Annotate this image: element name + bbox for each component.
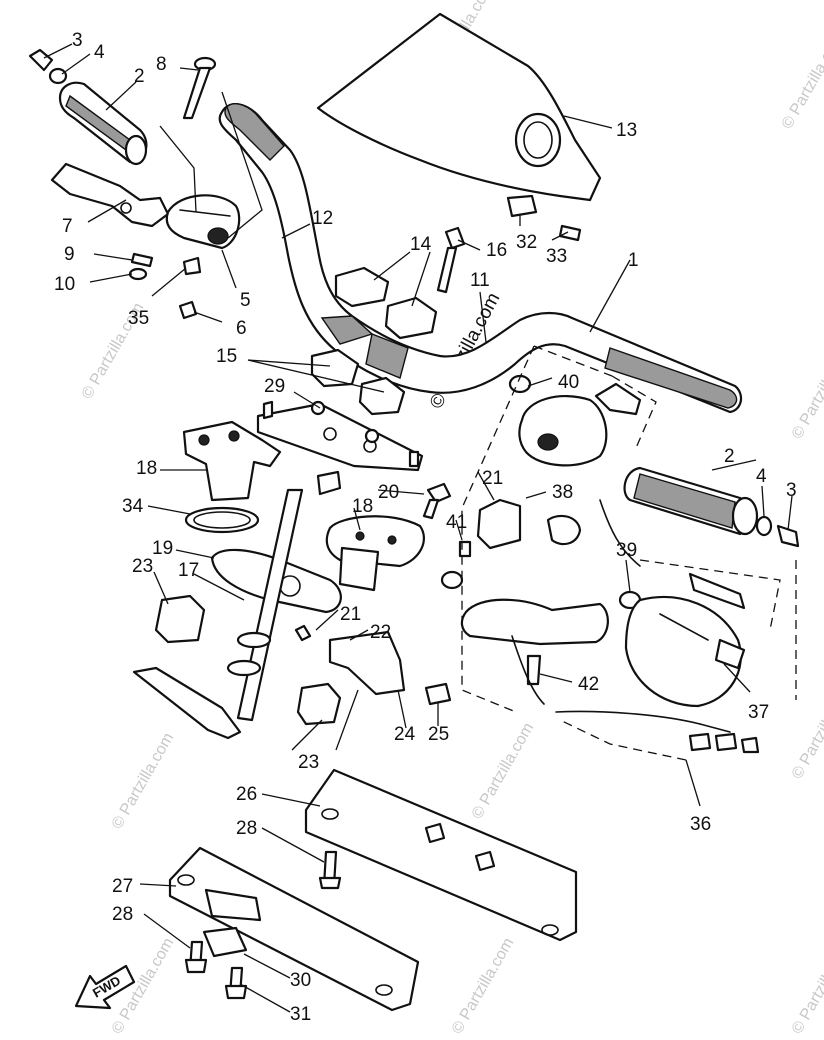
callout-18: 18 (352, 496, 373, 517)
callout-35: 35 (128, 308, 149, 329)
steering-plate-part (256, 400, 424, 472)
handlebar-cover-part (316, 12, 602, 202)
watermark-text: © Partzilla.com (109, 730, 178, 832)
callout-14: 14 (410, 234, 432, 255)
assembly-outline (461, 345, 797, 761)
callout-labels: 3 4 2 8 7 9 10 35 5 6 12 13 14 16 32 33 … (54, 30, 797, 1025)
bracket-bolt-part (422, 482, 452, 520)
callout-4: 4 (756, 466, 767, 487)
callout-1: 1 (628, 250, 639, 271)
left-end-bolt-part (28, 48, 68, 85)
callout-39: 39 (616, 540, 637, 561)
right-grip-part (623, 466, 759, 536)
callout-26: 26 (236, 784, 257, 805)
lower-clamp-part (310, 348, 406, 416)
callout-28: 28 (236, 818, 257, 839)
callout-9: 9 (64, 244, 75, 265)
callout-2: 2 (134, 66, 145, 87)
callout-24: 24 (394, 724, 416, 745)
callout-34: 34 (122, 496, 144, 517)
callout-22: 22 (370, 622, 391, 643)
steering-column-part (132, 488, 304, 740)
callout-4: 4 (94, 42, 105, 63)
callout-23: 23 (132, 556, 153, 577)
callout-33: 33 (546, 246, 567, 267)
callout-13: 13 (616, 120, 637, 141)
callout-11: 11 (470, 270, 490, 291)
upper-clamp-part (334, 266, 438, 340)
callout-29: 29 (264, 376, 285, 397)
switch-cover-part (624, 572, 746, 708)
callout-10: 10 (54, 274, 75, 295)
callout-27: 27 (112, 876, 133, 897)
callout-17: 17 (178, 560, 199, 581)
callout-19: 19 (152, 538, 173, 559)
callout-30: 30 (290, 970, 311, 991)
callout-28: 28 (112, 904, 133, 925)
callout-20: 20 (378, 482, 399, 503)
callout-12: 12 (312, 208, 333, 229)
left-bracket-part (182, 420, 342, 502)
callout-23: 23 (298, 752, 319, 773)
callout-36: 36 (690, 814, 711, 835)
small-fasteners-part (128, 252, 202, 320)
clamp-bolt-part (436, 226, 466, 294)
watermark-text: © Partzilla.com (789, 680, 824, 782)
bushing-part (154, 594, 342, 726)
callout-21: 21 (482, 468, 503, 489)
callout-7: 7 (62, 216, 73, 237)
wiring-harness-part (511, 499, 760, 754)
callout-3: 3 (72, 30, 83, 51)
handlebar-part (218, 103, 743, 414)
callout-3: 3 (786, 480, 797, 501)
lower-rail-part (168, 846, 420, 1012)
callout-15: 15 (216, 346, 237, 367)
clamp-bracket-part (294, 624, 452, 706)
watermark-text: © Partzilla.com (469, 720, 538, 822)
watermark-text: © Partzilla.com (789, 340, 824, 442)
watermark-text: © Partzilla.com (449, 935, 518, 1037)
mounting-rail-part (304, 768, 578, 942)
collar-and-plate-part (184, 506, 342, 614)
right-end-bolt-part (755, 515, 800, 548)
callout-2: 2 (724, 446, 735, 467)
throttle-housing-part (165, 194, 241, 250)
right-bracket-part (325, 515, 426, 592)
callout-25: 25 (428, 724, 449, 745)
callout-41: 41 (446, 512, 467, 533)
bolts-part (184, 194, 582, 1000)
callout-38: 38 (552, 482, 573, 503)
watermark-text: © Partzilla.com (779, 30, 824, 132)
callout-37: 37 (748, 702, 769, 723)
callout-8: 8 (156, 54, 167, 75)
callout-31: 31 (290, 1004, 311, 1025)
callout-16: 16 (486, 240, 507, 261)
left-grip-part (58, 81, 148, 166)
callout-42: 42 (578, 674, 599, 695)
switch-box-part (460, 374, 642, 646)
callout-18: 18 (136, 458, 157, 479)
callout-5: 5 (240, 290, 251, 311)
watermark-text: © Partzilla.com (789, 935, 824, 1037)
pin-part (182, 56, 217, 120)
callout-40: 40 (558, 372, 579, 393)
callout-6: 6 (236, 318, 247, 339)
callout-21: 21 (340, 604, 361, 625)
callout-32: 32 (516, 232, 537, 253)
leader-lines (43, 43, 793, 1013)
